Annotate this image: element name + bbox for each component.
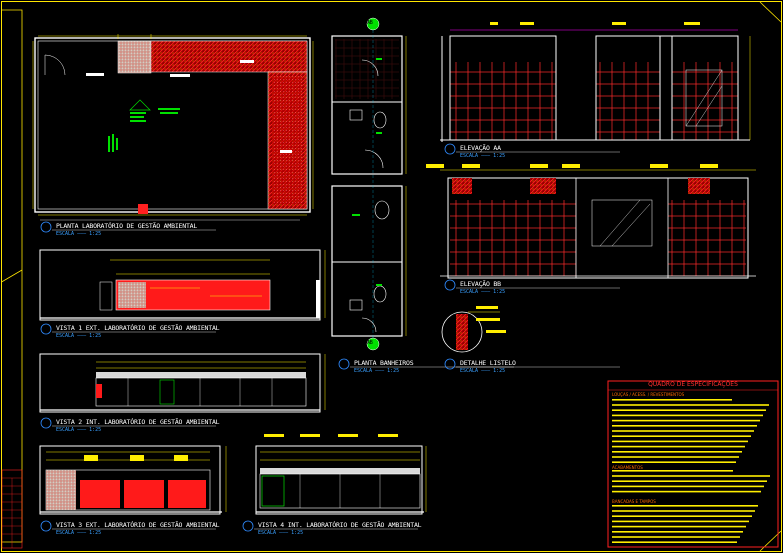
legend-text-line — [612, 445, 745, 448]
title-elevacao-aa: ELEVAÇÃO AA — [460, 144, 501, 152]
legend-text-line — [612, 461, 736, 463]
legend-text-line — [612, 435, 751, 437]
title-marker — [242, 520, 254, 532]
legend-heading-3: BANCADAS E TAMPOS — [612, 499, 656, 504]
legend-text-line — [612, 419, 760, 422]
title-marker — [338, 358, 350, 370]
legend-title: QUADRO DE ESPECIFICAÇÕES — [648, 381, 738, 388]
legend-heading-2: ACABAMENTOS — [612, 465, 643, 470]
title-marker — [40, 520, 52, 532]
title-marker — [40, 417, 52, 429]
legend-text-line — [612, 525, 746, 528]
scale-vista-1: ESCALA ——— 1:25 — [56, 333, 102, 339]
legend-text-line — [612, 414, 763, 417]
title-marker — [40, 221, 52, 233]
legend-text-line — [612, 520, 749, 523]
title-marker — [40, 323, 52, 335]
scale-planta-banheiros: ESCALA ——— 1:25 — [354, 368, 400, 374]
title-vista-4: VISTA 4 INT. LABORATÓRIO DE GESTÃO AMBIE… — [258, 521, 422, 529]
legend-text-line — [612, 404, 769, 406]
legend-text-line — [612, 456, 739, 458]
title-elevacao-bb: ELEVAÇÃO BB — [460, 280, 501, 288]
scale-vista-3: ESCALA ——— 1:25 — [56, 530, 102, 536]
legend-text-line — [612, 425, 757, 427]
scale-detalhe-listelo: ESCALA ——— 1:25 — [460, 368, 506, 374]
scale-vista-2: ESCALA ——— 1:25 — [56, 427, 102, 433]
title-detalhe-listelo: DETALHE LISTELO — [460, 359, 516, 367]
legend-text-line — [612, 475, 770, 477]
specifications-legend: QUADRO DE ESPECIFICAÇÕES LOUÇAS / ACESS.… — [608, 381, 778, 547]
legend-text-line — [612, 490, 761, 493]
legend-text-line — [612, 485, 764, 488]
legend-text-line — [612, 409, 766, 411]
legend-text-line — [612, 451, 742, 453]
legend-text-line — [612, 430, 754, 432]
scale-planta-laboratorio: ESCALA ——— 1:25 — [56, 231, 102, 237]
legend-text-line — [612, 480, 767, 482]
scale-elevacao-aa: ESCALA ——— 1:25 — [460, 153, 506, 159]
legend-text-line — [612, 505, 758, 507]
scale-elevacao-bb: ESCALA ——— 1:25 — [460, 289, 506, 295]
legend-heading-1: LOUÇAS / ACESS. / REVESTIMENTOS — [612, 392, 685, 397]
title-planta-laboratorio: PLANTA LABORATÓRIO DE GESTÃO AMBIENTAL — [56, 222, 198, 230]
legend-text-line — [612, 510, 755, 512]
section-marker-top: AB — [367, 20, 373, 26]
title-marker — [444, 358, 456, 370]
legend-text-line — [612, 399, 732, 401]
legend-text-line — [612, 515, 752, 517]
section-marker-bottom: AB — [367, 340, 373, 346]
legend-text-line — [612, 470, 733, 472]
legend-text-line — [612, 541, 737, 543]
title-marker — [444, 279, 456, 291]
title-planta-banheiros: PLANTA BANHEIROS — [354, 359, 414, 367]
title-vista-3: VISTA 3 EXT. LABORATÓRIO DE GESTÃO AMBIE… — [56, 521, 220, 529]
legend-text-line — [612, 536, 740, 538]
scale-vista-4: ESCALA ——— 1:25 — [258, 530, 304, 536]
title-vista-2: VISTA 2 INT. LABORATÓRIO DE GESTÃO AMBIE… — [56, 418, 220, 426]
title-vista-1: VISTA 1 EXT. LABORATÓRIO DE GESTÃO AMBIE… — [56, 324, 220, 332]
legend-text-line — [612, 440, 748, 443]
legend-text-line — [612, 531, 743, 533]
title-marker — [444, 143, 456, 155]
